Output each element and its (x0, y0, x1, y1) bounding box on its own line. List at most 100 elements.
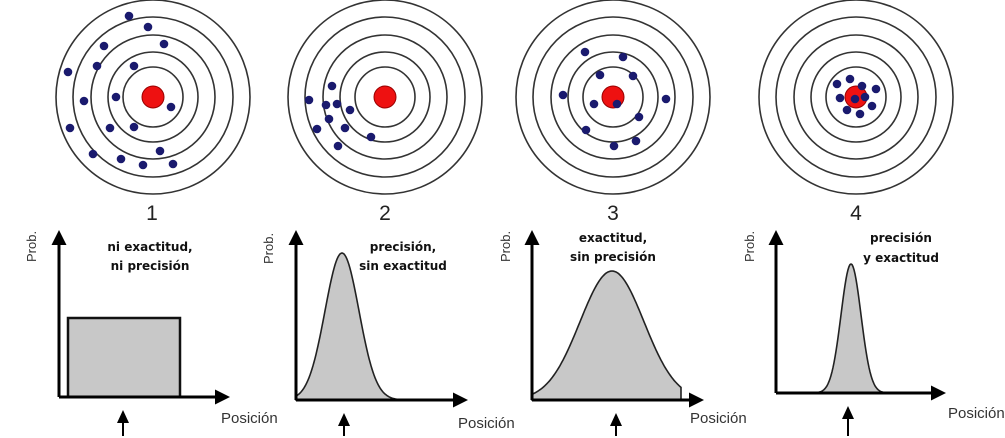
target-ring (354, 66, 416, 128)
panel-4-title-line1: precisión (870, 231, 932, 245)
shot-dot (332, 99, 342, 109)
distribution-plot-3 (524, 230, 704, 436)
panel-2-title-line2: sin exactitud (359, 259, 447, 273)
shot-dot (105, 123, 115, 133)
shot-dot (333, 141, 343, 151)
shot-dot (618, 52, 628, 62)
shot-dot (324, 114, 334, 124)
target-ring (758, 0, 954, 195)
shot-dot (88, 149, 98, 159)
uniform-distribution (66, 316, 182, 399)
arrow-head-icon (610, 413, 622, 426)
target-ring (793, 34, 919, 160)
shot-dot (166, 102, 176, 112)
shot-dot (845, 74, 855, 84)
shot-dot (321, 100, 331, 110)
arrow-head-icon (842, 406, 854, 419)
shot-dot (366, 132, 376, 142)
target-ring (122, 66, 184, 128)
panel-1-number: 1 (146, 202, 158, 225)
target-4 (758, 0, 954, 195)
shot-dot (580, 47, 590, 57)
gaussian-distribution (818, 263, 884, 394)
distribution-plot-4 (768, 230, 946, 436)
target-ring (322, 34, 448, 160)
shot-dot (304, 95, 314, 105)
shot-dot (79, 96, 89, 106)
shot-dot (129, 122, 139, 132)
bullseye (141, 85, 165, 109)
shot-dot (867, 101, 877, 111)
target-ring (582, 66, 644, 128)
panel-3-number: 3 (607, 202, 619, 225)
panel-1-title-line1: ni exactitud, (107, 240, 192, 254)
target-ring (107, 51, 199, 143)
panel-2-number: 2 (379, 202, 391, 225)
target-ring (825, 66, 887, 128)
target-ring (304, 16, 466, 178)
shot-dot (850, 94, 860, 104)
shot-dot (842, 105, 852, 115)
target-ring (287, 0, 483, 195)
gaussian-distribution (531, 270, 682, 401)
shot-dot (63, 67, 73, 77)
shot-dot (612, 99, 622, 109)
target-1 (55, 0, 251, 195)
shot-dot (857, 81, 867, 91)
target-ring (90, 34, 216, 160)
panel-3-x-label: Posición (690, 410, 747, 427)
panel-2-title-line1: precisión, (370, 240, 436, 254)
shot-dot (871, 84, 881, 94)
shot-dot (661, 94, 671, 104)
target-ring (775, 16, 937, 178)
shot-dot (558, 90, 568, 100)
shot-dot (581, 125, 591, 135)
shot-dot (111, 92, 121, 102)
shot-dot (595, 70, 605, 80)
shot-dot (832, 79, 842, 89)
shot-dot (340, 123, 350, 133)
panel-3-title-line1: exactitud, (579, 231, 647, 245)
distribution-plot-2 (288, 230, 468, 436)
shot-dot (609, 141, 619, 151)
shot-dot (99, 41, 109, 51)
panel-4-title-line2: y exactitud (863, 251, 939, 265)
target-ring (532, 16, 694, 178)
target-ring (339, 51, 431, 143)
shot-dot (855, 109, 865, 119)
panel-4-y-label: Prob. (742, 231, 757, 262)
shot-dot (835, 93, 845, 103)
shot-dot (138, 160, 148, 170)
target-ring (810, 51, 902, 143)
target-ring (55, 0, 251, 195)
target-3 (515, 0, 711, 195)
shot-dot (155, 146, 165, 156)
shot-dot (860, 92, 870, 102)
gaussian-distribution (295, 252, 398, 401)
shot-dot (345, 105, 355, 115)
panel-2-y-label: Prob. (261, 233, 276, 264)
shot-dot (65, 123, 75, 133)
arrow-head-icon (117, 410, 129, 423)
shot-dot (631, 136, 641, 146)
panel-3-y-label: Prob. (498, 231, 513, 262)
panel-4-x-label: Posición (948, 405, 1005, 422)
shot-dot (143, 22, 153, 32)
shot-dot (92, 61, 102, 71)
panel-3-title-line2: sin precisión (570, 250, 656, 264)
target-2 (287, 0, 483, 195)
panel-1-title-line2: ni precisión (111, 259, 190, 273)
shot-dot (634, 112, 644, 122)
target-ring (72, 16, 234, 178)
panel-4-number: 4 (850, 202, 862, 225)
target-ring (550, 34, 676, 160)
shot-dot (589, 99, 599, 109)
panel-2-x-label: Posición (458, 415, 515, 432)
shot-dot (129, 61, 139, 71)
arrow-head-icon (338, 413, 350, 426)
shot-dot (628, 71, 638, 81)
panel-1-x-label: Posición (221, 410, 278, 427)
bullseye (373, 85, 397, 109)
distribution-plot-1 (51, 230, 230, 436)
